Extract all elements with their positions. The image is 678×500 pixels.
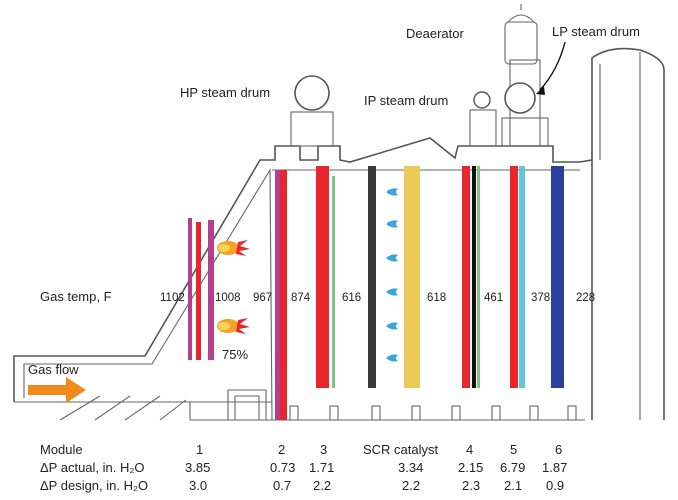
- dp-design: 0.7: [273, 478, 291, 493]
- heat-exchanger-tube: [510, 166, 518, 388]
- heat-exchanger-tube: [332, 176, 335, 388]
- module-name: 4: [466, 442, 473, 457]
- support-leg: [289, 405, 299, 421]
- support-leg: [371, 405, 381, 421]
- module-name: 5: [510, 442, 517, 457]
- temp-value: 967: [253, 292, 272, 304]
- gas-temperatures: 1102 1008 967 874 616 618 461 378 228: [160, 292, 595, 304]
- heat-exchanger-tube: [208, 220, 214, 360]
- temp-value: 378: [531, 292, 550, 304]
- table-row-label: ΔP actual, in. H₂O: [40, 460, 145, 475]
- heat-exchanger-tube: [404, 166, 420, 388]
- hp-steam-drum: [290, 75, 334, 147]
- support-leg: [529, 405, 539, 421]
- support-legs: [59, 389, 577, 421]
- dp-actual: 3.34: [398, 460, 423, 475]
- gas-temp-label: Gas temp, F: [40, 289, 112, 304]
- ammonia-injection-droplets: [386, 188, 398, 362]
- dp-actual: 1.87: [542, 460, 567, 475]
- heat-exchanger-tube: [462, 166, 470, 388]
- dp-design: 2.2: [402, 478, 420, 493]
- dp-actual: 2.15: [458, 460, 483, 475]
- heat-exchanger-tube: [472, 166, 476, 388]
- support-leg: [451, 405, 461, 421]
- heat-exchanger-modules: [188, 166, 564, 420]
- duct-burner-flame-upper: [217, 240, 250, 256]
- heat-exchanger-tube: [551, 166, 564, 388]
- temp-value: 461: [484, 292, 503, 304]
- module-name: SCR catalyst: [363, 442, 439, 457]
- duct-burner-flame-lower: [217, 318, 250, 334]
- ammonia-droplet: [386, 220, 398, 228]
- support-leg: [491, 405, 501, 421]
- burner-percent-label: 75%: [222, 347, 248, 362]
- temp-value: 1008: [215, 292, 241, 304]
- support-leg: [411, 405, 421, 421]
- lp-drum-label: LP steam drum: [552, 24, 640, 39]
- ammonia-droplet: [386, 322, 398, 330]
- temp-value: 616: [342, 292, 361, 304]
- gas-flow-label: Gas flow: [28, 362, 79, 377]
- support-leg: [329, 405, 339, 421]
- support-leg: [567, 405, 577, 421]
- table-row-label: ΔP design, in. H₂O: [40, 478, 148, 493]
- temp-value: 1102: [160, 292, 185, 304]
- module-name: 2: [278, 442, 285, 457]
- table-row-label: Module: [40, 442, 83, 457]
- module-name: 1: [196, 442, 203, 457]
- ammonia-droplet: [386, 188, 398, 196]
- heat-exchanger-tube: [188, 218, 192, 360]
- deaerator-label: Deaerator: [406, 26, 464, 41]
- temp-value: 618: [427, 292, 446, 304]
- heat-exchanger-tube: [275, 170, 280, 420]
- heat-exchanger-tube: [519, 166, 525, 388]
- ammonia-droplet: [386, 354, 398, 362]
- dp-design: 3.0: [189, 478, 207, 493]
- deaerator: [504, 4, 538, 65]
- exhaust-stack: [591, 47, 665, 420]
- lp-steam-drum: [501, 59, 549, 147]
- hrsg-casing: [13, 137, 593, 421]
- dp-actual: 1.71: [309, 460, 334, 475]
- lp-drum-pointer-arrow: [539, 41, 566, 91]
- heat-exchanger-tube: [316, 166, 329, 388]
- dp-actual: 0.73: [270, 460, 295, 475]
- heat-exchanger-tube: [280, 170, 287, 420]
- temp-value: 874: [291, 292, 311, 304]
- temp-value: 228: [576, 292, 595, 304]
- ammonia-droplet: [386, 288, 398, 296]
- hp-drum-label: HP steam drum: [180, 85, 270, 100]
- ammonia-droplet: [386, 254, 398, 262]
- ip-steam-drum: [469, 91, 497, 147]
- lp-drum-pointer-arrowhead: [536, 86, 545, 95]
- dp-actual: 6.79: [500, 460, 525, 475]
- heat-exchanger-tube: [368, 166, 376, 388]
- dp-design: 2.1: [504, 478, 522, 493]
- heat-exchanger-tube: [196, 222, 201, 360]
- dp-design: 2.3: [462, 478, 480, 493]
- dp-design: 2.2: [313, 478, 331, 493]
- dp-design: 0.9: [546, 478, 564, 493]
- gas-flow-arrow: [28, 377, 86, 403]
- heat-exchanger-tube: [477, 166, 480, 388]
- module-name: 6: [555, 442, 562, 457]
- dp-actual: 3.85: [185, 460, 210, 475]
- pressure-drop-table: Module ΔP actual, in. H₂O ΔP design, in.…: [40, 442, 567, 493]
- module-name: 3: [320, 442, 327, 457]
- ip-drum-label: IP steam drum: [364, 93, 448, 108]
